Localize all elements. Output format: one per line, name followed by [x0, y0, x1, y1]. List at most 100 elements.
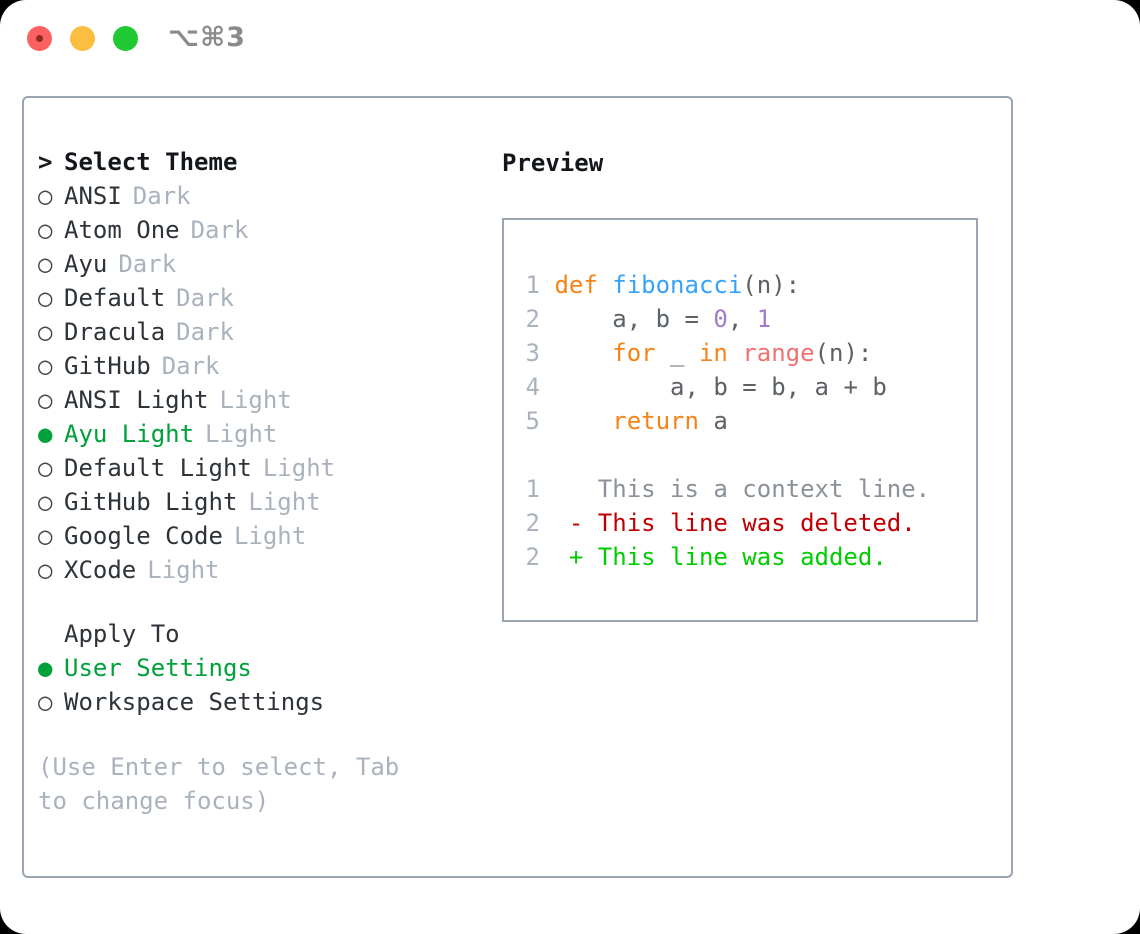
theme-name: GitHub: [64, 352, 151, 380]
code-token: [554, 407, 612, 435]
theme-category: Dark: [176, 284, 234, 312]
line-number: 5: [525, 407, 540, 435]
gutter-gap: [540, 373, 554, 401]
gutter-gap: [540, 271, 554, 299]
theme-category: Dark: [190, 216, 249, 244]
radio-unselected-icon: ○: [38, 488, 53, 516]
radio-unselected-icon: ○: [38, 284, 53, 312]
code-token: _: [655, 339, 699, 367]
apply-to-item[interactable]: ●User Settings: [38, 654, 478, 688]
code-token: a, b = b, a + b: [554, 373, 887, 401]
theme-category: Dark: [132, 182, 191, 210]
diff-sample: 1 This is a context line.2 - This line w…: [520, 472, 968, 574]
theme-category: Dark: [161, 352, 220, 380]
theme-list-item[interactable]: ○ Google Code Light: [38, 522, 478, 556]
theme-list-item[interactable]: ○ GitHub Light Light: [38, 488, 478, 522]
line-number: 2: [525, 509, 540, 537]
theme-name: XCode: [64, 556, 137, 584]
theme-name: ANSI Light: [64, 386, 209, 414]
theme-category: Light: [248, 488, 321, 516]
radio-unselected-icon: ○: [38, 454, 53, 482]
code-token: a: [698, 407, 728, 435]
theme-name: Default Light: [64, 454, 252, 482]
minimize-button[interactable]: [70, 26, 95, 51]
apply-to-header: · Apply To: [38, 620, 478, 654]
gutter-gap: [540, 339, 554, 367]
diff-del-text: - This line was deleted.: [540, 509, 916, 537]
apply-to-label: Workspace Settings: [64, 688, 325, 716]
code-token: fibonacci: [612, 271, 743, 299]
code-token: return: [612, 407, 699, 435]
diff-line: 2 + This line was added.: [520, 540, 968, 574]
code-token: [728, 339, 742, 367]
theme-name: Ayu Light: [64, 420, 195, 448]
window-controls: [27, 26, 138, 51]
theme-list-item[interactable]: ○ XCode Light: [38, 556, 478, 590]
theme-name: GitHub Light: [64, 488, 238, 516]
code-token: def: [554, 271, 613, 299]
radio-unselected-icon: ○: [38, 522, 53, 550]
diff-line: 2 - This line was deleted.: [520, 506, 968, 540]
apply-to-label: User Settings: [64, 654, 252, 682]
blank-marker-icon: ·: [38, 620, 64, 648]
code-line: 4 a, b = b, a + b: [520, 370, 968, 404]
diff-line: 1 This is a context line.: [520, 472, 968, 506]
theme-list-item[interactable]: ○ GitHub Dark: [38, 352, 478, 386]
keyboard-shortcut-label: ⌥⌘3: [168, 22, 246, 53]
theme-list-item[interactable]: ○ Atom One Dark: [38, 216, 478, 250]
theme-name: Ayu: [64, 250, 108, 278]
apply-to-title: Apply To: [64, 620, 180, 648]
radio-unselected-icon: ○: [38, 352, 53, 380]
gutter-gap: [540, 407, 554, 435]
radio-unselected-icon: ○: [38, 688, 53, 716]
theme-category: Dark: [118, 250, 177, 278]
theme-name: Atom One: [64, 216, 180, 244]
line-number: 2: [525, 543, 540, 571]
zoom-button[interactable]: [113, 26, 138, 51]
keyboard-hint: (Use Enter to select, Tab to change focu…: [38, 753, 400, 815]
code-line: 5 return a: [520, 404, 968, 438]
radio-unselected-icon: ○: [38, 386, 53, 414]
title-bar: ⌥⌘3: [0, 0, 1140, 78]
line-number: 4: [525, 373, 540, 401]
theme-category: Light: [205, 420, 278, 448]
theme-list-item[interactable]: ○ Default Dark: [38, 284, 478, 318]
code-token: in: [698, 339, 728, 367]
diff-add-text: + This line was added.: [540, 543, 887, 571]
code-token: for: [612, 339, 656, 367]
code-token: ,: [727, 305, 757, 333]
theme-category: Light: [219, 386, 292, 414]
apply-to-list: ●User Settings○ Workspace Settings: [38, 654, 478, 722]
code-token: (n):: [742, 271, 801, 299]
select-theme-header: > Select Theme: [38, 148, 478, 182]
code-line: 3 for _ in range(n):: [520, 336, 968, 370]
close-button[interactable]: [27, 26, 52, 51]
gutter-gap: [540, 305, 554, 333]
radio-unselected-icon: ○: [38, 556, 53, 584]
theme-category: Dark: [176, 318, 234, 346]
apply-to-item[interactable]: ○ Workspace Settings: [38, 688, 478, 722]
diff-ctx-text: This is a context line.: [540, 475, 931, 503]
code-token: [554, 339, 612, 367]
theme-category: Light: [147, 556, 220, 584]
radio-unselected-icon: ○: [38, 216, 53, 244]
theme-list-item[interactable]: ○ ANSI Light Light: [38, 386, 478, 420]
line-number: 3: [525, 339, 540, 367]
preview-column: Preview 1 def fibonacci(n):2 a, b = 0, 1…: [502, 148, 1002, 622]
theme-name: Google Code: [64, 522, 223, 550]
theme-category: Light: [233, 522, 307, 550]
theme-name: Default: [64, 284, 166, 312]
preview-title: Preview: [502, 149, 604, 177]
code-token: 0: [713, 305, 728, 333]
code-token: a, b =: [554, 305, 714, 333]
